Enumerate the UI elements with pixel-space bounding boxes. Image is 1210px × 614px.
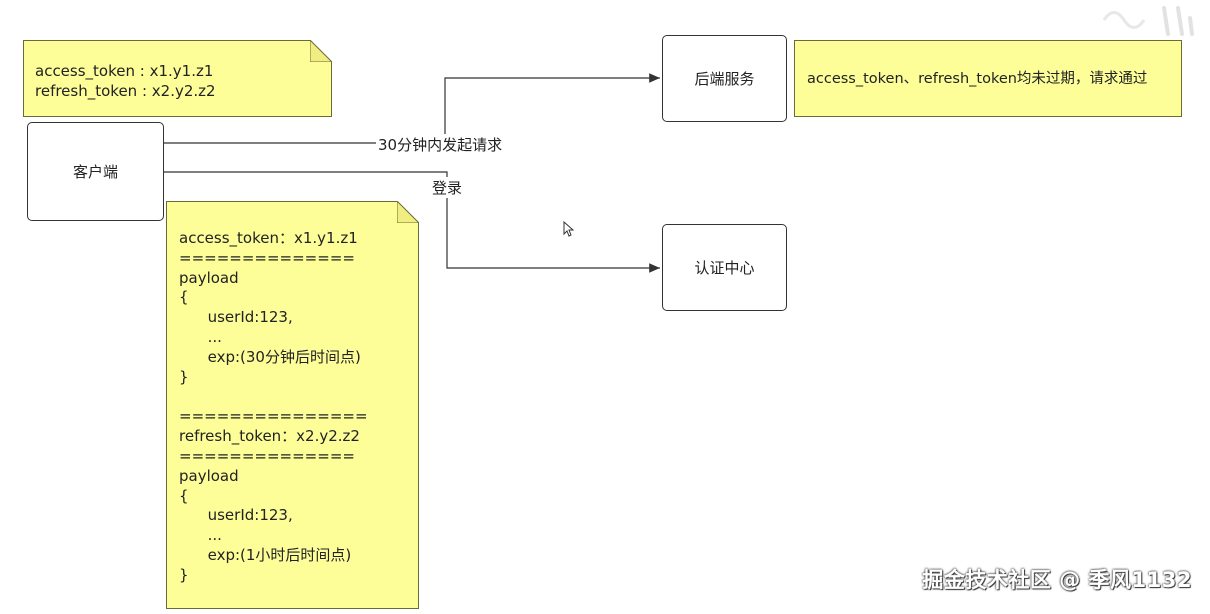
payload-line: } xyxy=(179,565,189,584)
watermark: 掘金技术社区 @ 季风1132 xyxy=(922,568,1192,592)
backend-label: 后端服务 xyxy=(694,70,755,88)
payload-line: { xyxy=(179,486,189,505)
client-label: 客户端 xyxy=(72,163,118,181)
payload-line: exp:(1小时后时间点) xyxy=(179,545,352,564)
payload-line: userId:123, xyxy=(179,506,293,525)
payload-line: payload xyxy=(179,268,239,287)
token-summary-access: access_token : x1.y1.z1 xyxy=(35,62,214,80)
backend-note-text: access_token、refresh_token均未过期，请求通过 xyxy=(807,71,1148,87)
payload-line: ============== xyxy=(179,248,355,267)
backend-note: access_token、refresh_token均未过期，请求通过 xyxy=(794,40,1182,117)
token-summary-refresh: refresh_token : x2.y2.z2 xyxy=(35,82,216,100)
login-edge-label: 登录 xyxy=(430,177,465,198)
note-fold-icon xyxy=(310,40,332,62)
payload-line: ... xyxy=(179,526,222,545)
login-edge xyxy=(164,171,660,273)
payload-line: exp:(30分钟后时间点) xyxy=(179,347,361,366)
payload-line: refresh_token：x2.y2.z2 xyxy=(179,427,360,446)
payload-line xyxy=(179,387,418,407)
payload-line: } xyxy=(179,367,189,386)
token-summary-note: access_token : x1.y1.z1 refresh_token : … xyxy=(23,40,332,117)
payload-line: ... xyxy=(179,327,222,346)
payload-line: payload xyxy=(179,466,239,485)
request-edge xyxy=(164,73,660,144)
payload-line: ============== xyxy=(179,446,355,465)
payload-line: userId:123, xyxy=(179,308,293,327)
note-fold-icon xyxy=(397,201,419,223)
client-box[interactable]: 客户端 xyxy=(27,122,164,221)
payload-line: { xyxy=(179,288,189,307)
auth-center-label: 认证中心 xyxy=(694,259,755,277)
payload-line: access_token：x1.y1.z1 xyxy=(179,229,358,247)
request-edge-label: 30分钟内发起请求 xyxy=(376,134,505,155)
mouse-cursor-icon xyxy=(563,221,575,237)
payload-detail-note: access_token：x1.y1.z1 ============== pay… xyxy=(166,201,419,609)
auth-center-box[interactable]: 认证中心 xyxy=(662,224,787,311)
bilibili-logo-icon xyxy=(1102,6,1194,36)
backend-box[interactable]: 后端服务 xyxy=(662,35,787,122)
payload-line: =============== xyxy=(179,407,368,426)
